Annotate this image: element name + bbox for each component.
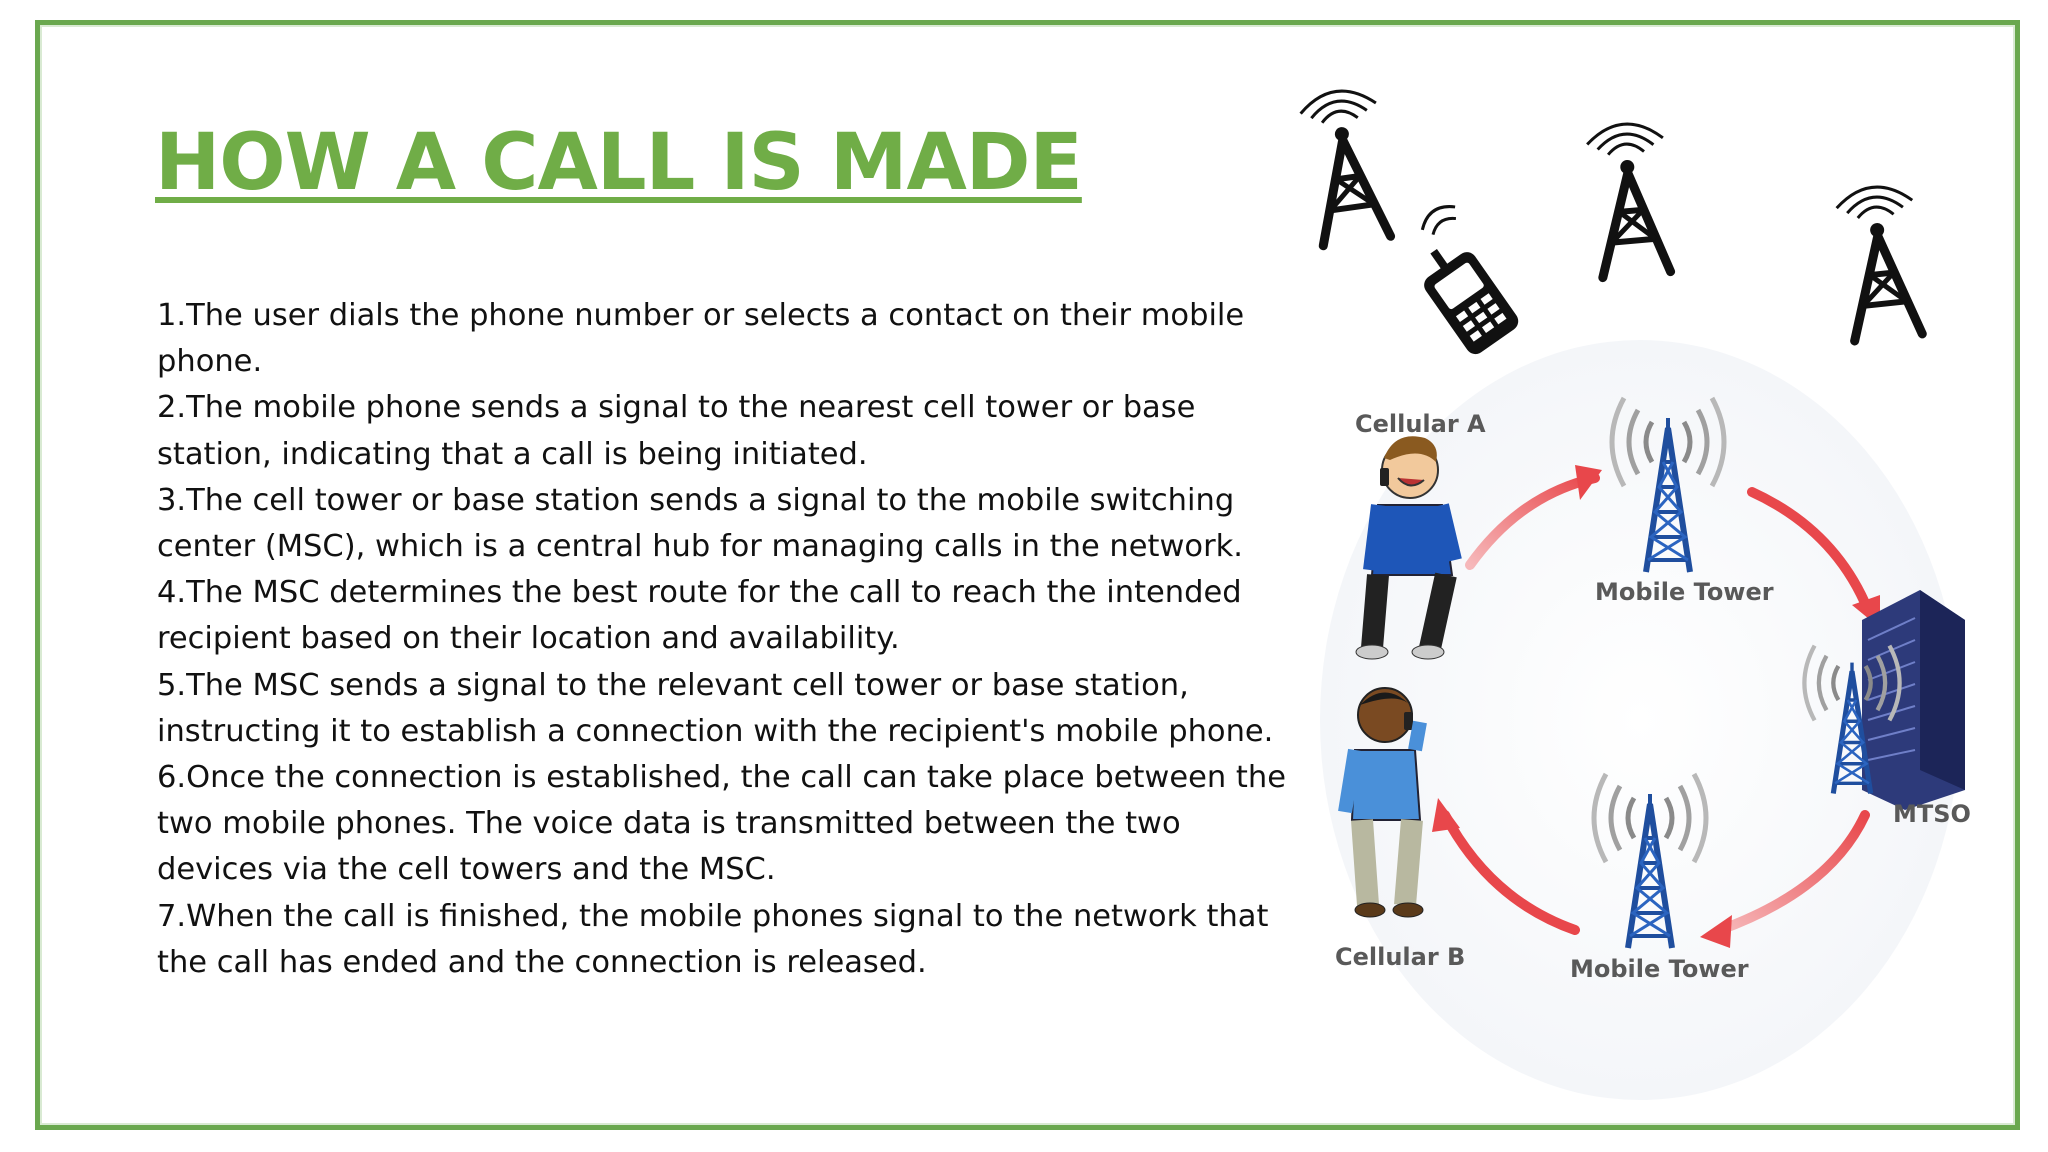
step-4: 4.The MSC determines the best route for …: [157, 575, 1242, 657]
slide-title: HOW A CALL IS MADE: [155, 118, 1083, 208]
step-7: 7.When the call is finished, the mobile …: [157, 898, 1269, 980]
label-cellular-a: Cellular A: [1355, 410, 1486, 438]
step-3: 3.The cell tower or base station sends a…: [157, 482, 1243, 565]
label-mobile-tower-top: Mobile Tower: [1595, 578, 1774, 606]
label-cellular-b: Cellular B: [1335, 943, 1466, 971]
label-mobile-tower-bottom: Mobile Tower: [1570, 955, 1749, 983]
label-mtso: MTSO: [1893, 800, 1971, 828]
step-5: 5.The MSC sends a signal to the relevant…: [157, 667, 1274, 749]
step-2: 2.The mobile phone sends a signal to the…: [157, 390, 1196, 472]
step-6: 6.Once the connection is established, th…: [157, 760, 1286, 888]
step-1: 1.The user dials the phone number or sel…: [157, 298, 1245, 380]
steps-list: 1.The user dials the phone number or sel…: [157, 293, 1297, 986]
